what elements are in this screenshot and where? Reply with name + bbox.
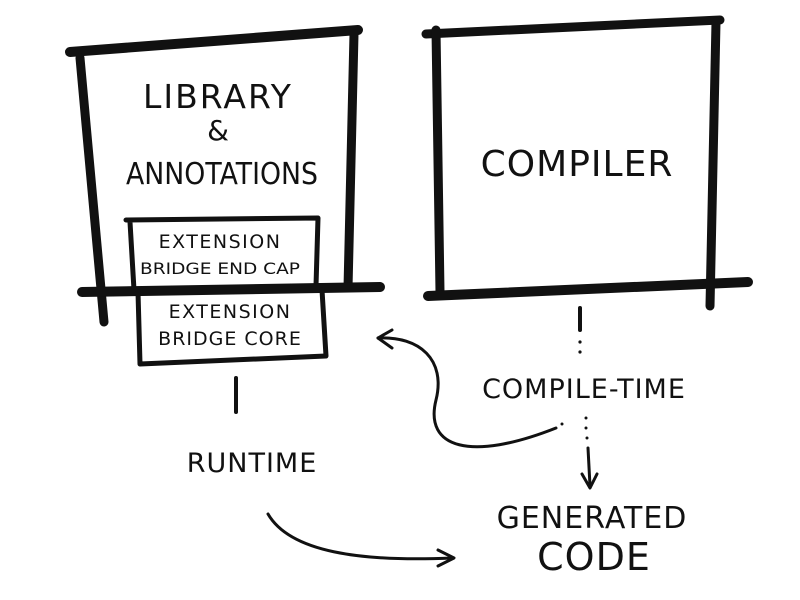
compile-time-to-generated-arrow: [580, 416, 599, 490]
core-box-line2: BRIDGE CORE: [158, 328, 302, 350]
library-box-title-line3: ANNOTATIONS: [126, 157, 318, 192]
arrow-head-right-icon: [436, 548, 456, 568]
compile-time-to-core-arrow: [376, 328, 564, 449]
extension-bridge-end-cap-box: EXTENSION BRIDGE END CAP: [123, 215, 321, 293]
library-box-right-edge: [343, 29, 359, 293]
arrow-head-down-icon: [580, 472, 599, 490]
library-baseline: [77, 282, 385, 297]
generated-code-label-line1: GENERATED: [497, 501, 688, 536]
connector-dot: [578, 350, 582, 354]
core-box-outline: [135, 287, 329, 367]
runtime-label: RUNTIME: [187, 448, 318, 479]
end-cap-box-outline: [123, 215, 321, 293]
generated-code-label-line2: CODE: [537, 535, 651, 579]
library-box-left-edge: [75, 53, 109, 327]
library-box-title-line1: LIBRARY: [143, 77, 293, 116]
connector-dot: [584, 426, 588, 430]
connector-dot: [584, 416, 588, 420]
compiler-box: COMPILER: [421, 15, 753, 311]
connector-dot: [585, 436, 589, 440]
library-box-title-line2: &: [207, 114, 229, 147]
compiler-box-right-edge: [705, 17, 721, 311]
compiler-box-label: COMPILER: [481, 144, 674, 185]
arrow-head-left-icon: [376, 328, 394, 350]
library-annotations-box: LIBRARY & ANNOTATIONS: [65, 25, 363, 327]
compiler-box-top-edge: [421, 15, 725, 39]
runtime-to-generated-arrow: [266, 512, 456, 568]
connector-dot: [578, 340, 582, 344]
compile-time-label: COMPILE-TIME: [482, 374, 686, 405]
compile-time-connector: [578, 306, 582, 354]
library-box-top-edge: [65, 25, 363, 57]
compiler-box-bottom-edge: [423, 277, 753, 301]
compiler-box-left-edge: [431, 25, 445, 297]
runtime-curve: [266, 512, 454, 561]
extension-bridge-core-box: EXTENSION BRIDGE CORE: [135, 287, 329, 367]
connector-dot: [560, 422, 564, 426]
down-arrow-shaft: [586, 446, 592, 488]
end-cap-box-line2: BRIDGE END CAP: [140, 259, 300, 278]
compile-time-curve: [376, 336, 558, 449]
core-box-line1: EXTENSION: [169, 301, 292, 323]
end-cap-box-line1: EXTENSION: [159, 231, 282, 253]
